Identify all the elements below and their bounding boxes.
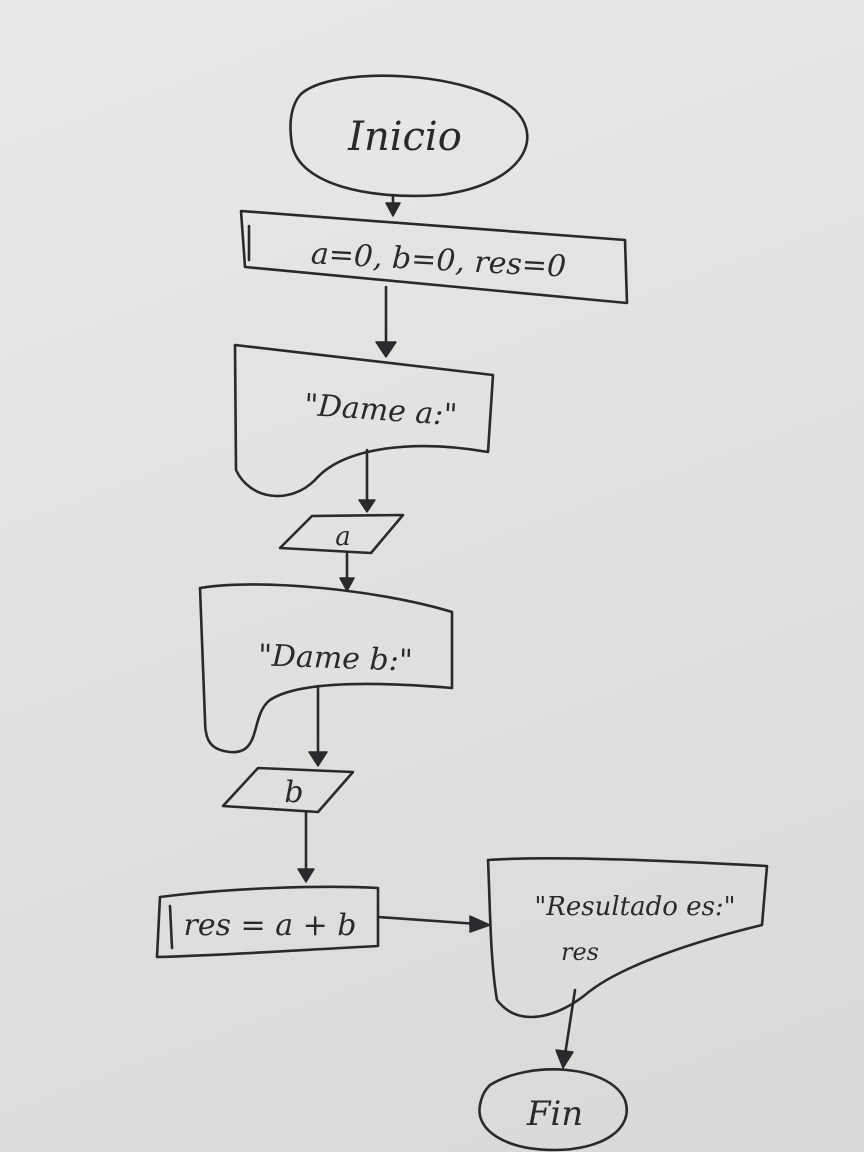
- arrowhead-input-a-prompt-b: [339, 577, 355, 592]
- arrowhead-init-prompt-a: [375, 341, 397, 358]
- end-ellipse: [478, 1068, 628, 1152]
- arrowhead-start-init: [385, 202, 401, 217]
- prompt-a-node: "Dame a:": [233, 343, 495, 498]
- start-label: Inicio: [347, 114, 462, 160]
- process-label: res = a + b: [184, 908, 357, 943]
- input-b-shape: [221, 766, 355, 814]
- process-box-inner-line: [168, 904, 174, 950]
- input-b-node: b: [221, 766, 355, 814]
- process-node: res = a + b: [155, 885, 380, 959]
- input-a-node: a: [278, 513, 405, 555]
- input-a-shape: [278, 513, 405, 555]
- prompt-a-shape: [233, 343, 495, 498]
- output-shape: [486, 856, 769, 1019]
- arrowhead-output-end: [555, 1049, 574, 1069]
- prompt-a-label: "Dame a:": [303, 388, 458, 434]
- end-label: Fin: [526, 1094, 583, 1134]
- arrowhead-prompt-b-input-b: [308, 751, 328, 767]
- start-node: Inicio: [289, 74, 529, 198]
- arrowhead-process-output: [469, 915, 491, 933]
- prompt-b-node: "Dame b:": [198, 583, 454, 754]
- output-label: "Resultado es:": [534, 892, 735, 922]
- arrow-process-output: [376, 915, 480, 926]
- prompt-b-shape: [198, 583, 454, 754]
- input-a-label: a: [335, 522, 351, 552]
- end-node: Fin: [478, 1068, 628, 1152]
- prompt-b-label: "Dame b:": [257, 638, 413, 678]
- init-node: a=0, b=0, res=0: [239, 209, 629, 305]
- process-box: [155, 885, 380, 959]
- arrowhead-prompt-a-input-a: [358, 499, 376, 513]
- input-b-label: b: [284, 775, 303, 810]
- arrowhead-input-b-process: [297, 868, 315, 883]
- arrow-output-end: [563, 988, 577, 1057]
- output-node: "Resultado es:" res: [486, 856, 769, 1019]
- start-ellipse: [289, 74, 529, 198]
- output-var-label: res: [561, 938, 599, 966]
- init-box: [239, 209, 629, 305]
